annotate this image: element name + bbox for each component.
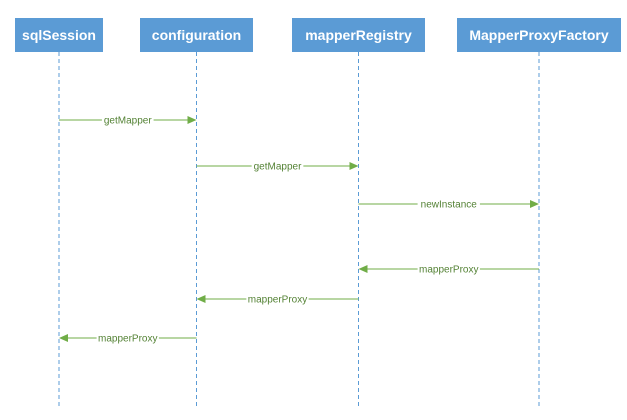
- arrowhead-icon: [349, 162, 359, 170]
- message-label: getMapper: [254, 162, 302, 173]
- message-label: mapperProxy: [248, 295, 307, 306]
- participant-box-configuration: [140, 18, 253, 52]
- message-label-bg: [101, 114, 154, 126]
- participant-label-mapperRegistry: mapperRegistry: [305, 27, 412, 43]
- message-5: mapperProxy: [196, 293, 359, 306]
- participant-box-mapperRegistry: [292, 18, 425, 52]
- arrowhead-icon: [358, 265, 368, 273]
- participant-label-configuration: configuration: [152, 27, 241, 43]
- lifelines: [58, 52, 540, 406]
- message-label: mapperProxy: [419, 265, 478, 276]
- message-3: newInstance: [358, 198, 539, 211]
- arrowhead-icon: [187, 116, 197, 124]
- arrowhead-icon: [196, 295, 206, 303]
- message-label: getMapper: [104, 116, 152, 127]
- messages: getMapper getMapper newInstance mapperProxy…: [59, 114, 539, 345]
- participants: sqlSession configuration mapperRegistry Map…: [15, 18, 621, 52]
- message-label-bg: [246, 293, 309, 305]
- participant-label-sqlSession: sqlSession: [22, 27, 96, 43]
- message-label-bg: [417, 263, 480, 275]
- message-label-bg: [251, 160, 304, 172]
- participant-label-mapperProxyFactory: MapperProxyFactory: [469, 27, 608, 43]
- message-label: newInstance: [421, 200, 478, 211]
- message-2: getMapper: [196, 160, 359, 173]
- message-label: mapperProxy: [98, 334, 157, 345]
- message-label-bg: [96, 332, 159, 344]
- message-4: mapperProxy: [358, 263, 539, 276]
- message-6: mapperProxy: [59, 332, 197, 345]
- arrowhead-icon: [59, 334, 68, 342]
- message-label-bg: [417, 198, 480, 210]
- message-1: getMapper: [59, 114, 197, 127]
- participant-box-mapperProxyFactory: [457, 18, 621, 52]
- participant-box-sqlSession: [15, 18, 103, 52]
- arrowhead-icon: [530, 200, 539, 208]
